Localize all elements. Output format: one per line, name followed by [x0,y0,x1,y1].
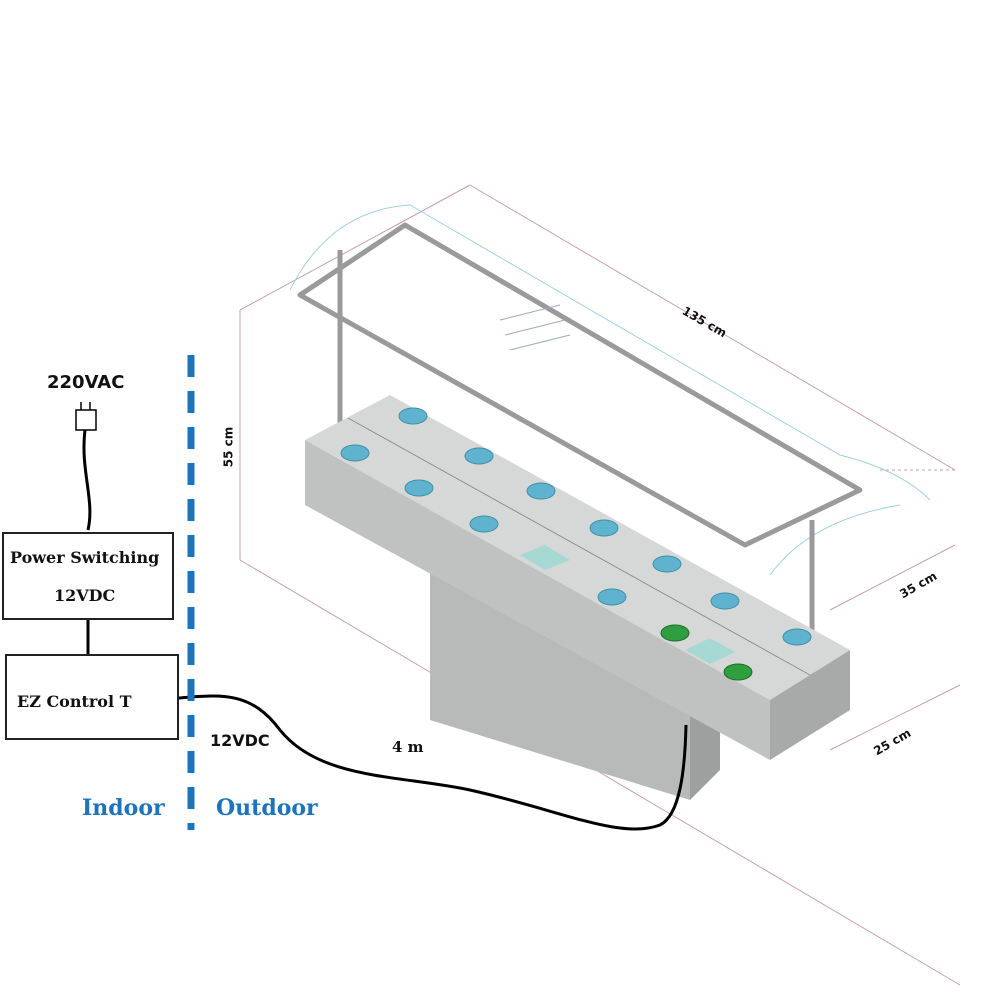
power-source-label: 220VAC [47,372,125,393]
green-cups [660,624,753,681]
cable-voltage-label: 12VDC [210,731,270,750]
height-dimension-label: 55 cm [221,426,236,468]
access-panel [520,545,570,570]
reflection-lines [499,304,571,351]
power-switching-title: Power Switching [10,548,160,567]
outdoor-label: Outdoor [216,795,318,821]
power-cable [177,694,688,831]
grow-channel-front [305,440,770,760]
power-switching-box: Power Switching 12VDC [2,532,174,620]
power-switching-voltage: 12VDC [54,586,116,605]
grow-channel-top [305,395,850,700]
power-plug-icon [75,402,97,431]
indoor-label: Indoor [82,795,165,821]
controller-box: EZ Control T [5,654,179,740]
net-cups [340,407,812,646]
cable-length-label: 4 m [392,738,424,756]
dimension-lines [239,184,961,986]
reservoir-tank [430,570,690,800]
controller-label: EZ Control T [17,692,132,711]
cover-outline [289,204,931,576]
